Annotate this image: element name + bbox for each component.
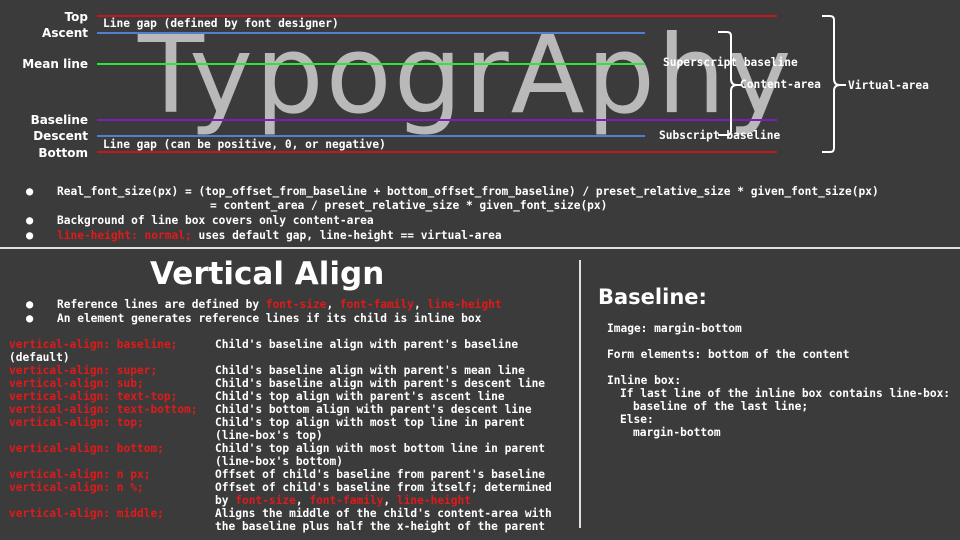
va-desc-text-top: Child's top align with parent's ascent l… [215,390,505,403]
va-desc-middle: Aligns the middle of the child's content… [215,507,552,520]
separator: , [295,494,310,507]
descent-line [97,135,645,137]
va-prop-bottom: vertical-align: bottom; [9,442,164,455]
line-height-note: line-height: normal; uses default gap, l… [57,229,502,242]
font-size-code: font-size [235,494,296,507]
label-bottom: Bottom [38,146,88,160]
label-mean-line: Mean line [22,57,88,71]
virtual-area-brace [822,15,846,153]
va-prop-n-percent: vertical-align: n %; [9,481,144,494]
line-height-normal-code: line-height: normal; [57,229,192,242]
va-prop-super: vertical-align: super; [9,364,158,377]
label-baseline: Baseline [30,113,88,127]
va-prop-n-px: vertical-align: n px; [9,468,151,481]
label-descent: Descent [33,129,88,143]
separator: , [383,494,397,507]
line-height-code: line-height [427,298,502,311]
brace-annotations [718,15,846,153]
baseline-of-last-line: baseline of the last line; [633,400,809,413]
va-desc-bottom-cont: (line-box's bottom) [215,455,343,468]
content-area-label: Content-area [740,78,821,91]
va-desc-n-percent: Offset of child's baseline from itself; … [215,481,552,494]
baseline-title: Baseline: [598,285,707,309]
bullet-icon: ● [26,228,34,242]
virtual-area-label: Virtual-area [848,79,929,92]
label-ascent: Ascent [42,26,88,40]
font-family-code: font-family [309,494,384,507]
baseline-margin-bottom: margin-bottom [633,426,721,439]
va-prop-text-top: vertical-align: text-top; [9,390,178,403]
typography-sample-word: TypogrAphy [138,13,794,138]
va-prop-top: vertical-align: top; [9,416,144,429]
background-note: Background of line box covers only conte… [57,214,374,227]
formula-line-1: Real_font_size(px) = (top_offset_from_ba… [57,185,879,198]
mean-line [97,63,645,65]
vertical-align-title: Vertical Align [150,256,385,292]
baseline-if-last-line: If last line of the inline box contains … [620,387,951,400]
top-line [97,15,777,17]
baseline-form-elements: Form elements: bottom of the content [607,348,850,361]
va-desc-sub: Child's baseline align with parent's des… [215,377,546,390]
va-desc-top-cont: (line-box's top) [215,429,323,442]
va-prop-text-bottom: vertical-align: text-bottom; [9,403,198,416]
line-gap-top-label: Line gap (defined by font designer) [103,17,339,30]
ascent-line [97,32,645,34]
bullet-icon: ● [26,213,34,227]
va-prop-baseline: vertical-align: baseline; [9,338,178,351]
bottom-line [97,151,777,153]
va-desc-super: Child's baseline align with parent's mea… [215,364,525,377]
section-divider [0,247,960,249]
baseline-line [97,119,777,121]
content-area-brace [718,31,741,136]
va-desc-n-px: Offset of child's baseline from parent's… [215,468,546,481]
font-size-code: font-size [265,298,327,311]
reference-lines-text: Reference lines are defined by [57,298,266,311]
baseline-else: Else: [620,413,654,426]
baseline-image: Image: margin-bottom [607,322,742,335]
va-desc-bottom: Child's top align with most bottom line … [215,442,546,455]
va-default-note: (default) [9,351,70,364]
bullet-icon: ● [26,311,34,325]
line-height-code: line-height [396,494,471,507]
label-top: Top [64,10,88,24]
va-prop-middle: vertical-align: middle; [9,507,164,520]
font-family-code: font-family [339,298,415,311]
determined-by-text: by [215,494,236,507]
va-desc-top: Child's top align with most top line in … [215,416,525,429]
column-divider [579,260,581,528]
va-desc-text-bottom: Child's bottom align with parent's desce… [215,403,532,416]
va-desc-baseline: Child's baseline align with parent's bas… [215,338,519,351]
line-height-note-text: uses default gap, line-height == virtual… [191,229,502,242]
reference-lines-note: Reference lines are defined by font-size… [57,298,502,311]
bullet-icon: ● [26,184,34,198]
bullet-icon: ● [26,297,34,311]
generates-note: An element generates reference lines if … [57,312,482,325]
line-gap-bottom-label: Line gap (can be positive, 0, or negativ… [103,138,386,151]
formula-line-2: = content_area / preset_relative_size * … [210,199,608,212]
va-desc-middle-cont: the baseline plus half the x-height of t… [215,520,546,533]
separator: , [326,298,340,311]
separator: , [414,298,428,311]
baseline-inline-box: Inline box: [607,374,682,387]
va-prop-sub: vertical-align: sub; [9,377,144,390]
va-desc-n-percent-cont: by font-size, font-family, line-height [215,494,471,507]
